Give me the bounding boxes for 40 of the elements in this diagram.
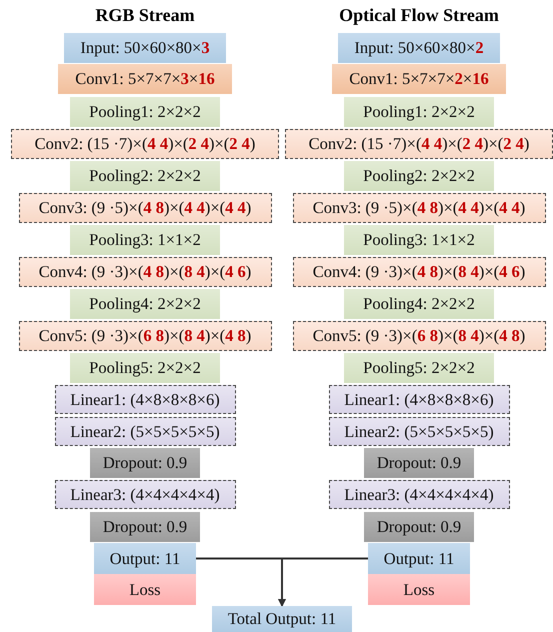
- conv-layer-box: Conv4: (9 ·3)×(4 8)×(8 4)×(4 6): [18, 257, 272, 287]
- conv-layer-box: Conv1: 5×7×7×2×16: [332, 64, 506, 94]
- arrow: [278, 558, 368, 607]
- column-heading: RGB Stream: [95, 5, 195, 26]
- output-box: Total Output: 11: [212, 606, 352, 632]
- loss-box: Loss: [94, 574, 196, 605]
- pooling-layer-box: Pooling3: 1×1×2: [344, 225, 494, 255]
- conv-layer-box: Conv4: (9 ·3)×(4 8)×(8 4)×(4 6): [292, 257, 546, 287]
- conv-layer-box: Conv5: (9 ·3)×(6 8)×(8 4)×(4 8): [18, 321, 272, 351]
- linear-layer-box: Linear1: (4×8×8×8×6): [328, 385, 510, 414]
- dropout-layer-box: Dropout: 0.9: [90, 448, 200, 478]
- pooling-layer-box: Pooling5: 2×2×2: [70, 353, 220, 383]
- pooling-layer-box: Pooling2: 2×2×2: [344, 161, 494, 191]
- linear-layer-box: Linear2: (5×5×5×5×5): [54, 417, 236, 446]
- linear-layer-box: Linear3: (4×4×4×4×4): [54, 480, 236, 509]
- pooling-layer-box: Pooling3: 1×1×2: [70, 225, 220, 255]
- pooling-layer-box: Pooling4: 2×2×2: [70, 289, 220, 319]
- pooling-layer-box: Pooling1: 2×2×2: [344, 97, 494, 127]
- dropout-layer-box: Dropout: 0.9: [364, 512, 474, 542]
- input-layer-box: Input: 50×60×80×2: [338, 33, 500, 63]
- pooling-layer-box: Pooling2: 2×2×2: [70, 161, 220, 191]
- dropout-layer-box: Dropout: 0.9: [364, 448, 474, 478]
- conv-layer-box: Conv3: (9 ·5)×(4 8)×(4 4)×(4 4): [18, 193, 272, 223]
- linear-layer-box: Linear2: (5×5×5×5×5): [328, 417, 510, 446]
- loss-box: Loss: [368, 574, 470, 605]
- conv-layer-box: Conv3: (9 ·5)×(4 8)×(4 4)×(4 4): [292, 193, 546, 223]
- linear-layer-box: Linear1: (4×8×8×8×6): [54, 385, 236, 414]
- conv-layer-box: Conv2: (15 ·7)×(4 4)×(2 4)×(2 4): [285, 129, 553, 159]
- dropout-layer-box: Dropout: 0.9: [90, 512, 200, 542]
- column-heading: Optical Flow Stream: [339, 5, 499, 26]
- pooling-layer-box: Pooling1: 2×2×2: [70, 97, 220, 127]
- output-box: Output: 11: [94, 543, 196, 574]
- pooling-layer-box: Pooling5: 2×2×2: [344, 353, 494, 383]
- output-box: Output: 11: [368, 543, 470, 574]
- conv-layer-box: Conv2: (15 ·7)×(4 4)×(2 4)×(2 4): [11, 129, 279, 159]
- input-layer-box: Input: 50×60×80×3: [64, 33, 226, 63]
- pooling-layer-box: Pooling4: 2×2×2: [344, 289, 494, 319]
- conv-layer-box: Conv1: 5×7×7×3×16: [58, 64, 232, 94]
- linear-layer-box: Linear3: (4×4×4×4×4): [328, 480, 510, 509]
- conv-layer-box: Conv5: (9 ·3)×(6 8)×(8 4)×(4 8): [292, 321, 546, 351]
